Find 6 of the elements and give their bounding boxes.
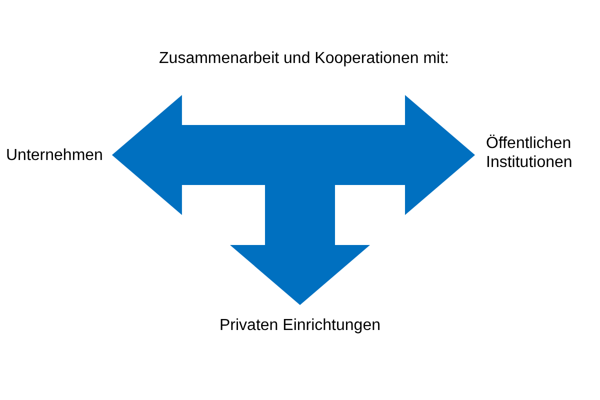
block-arrow — [300, 95, 475, 215]
title: Zusammenarbeit und Kooperationen mit: — [158, 50, 450, 68]
node-label: Öffentlichen Institutionen — [486, 134, 596, 172]
node-label: Unternehmen — [6, 146, 116, 165]
block-arrow — [112, 95, 300, 215]
node-label: Privaten Einrichtungen — [190, 316, 410, 335]
